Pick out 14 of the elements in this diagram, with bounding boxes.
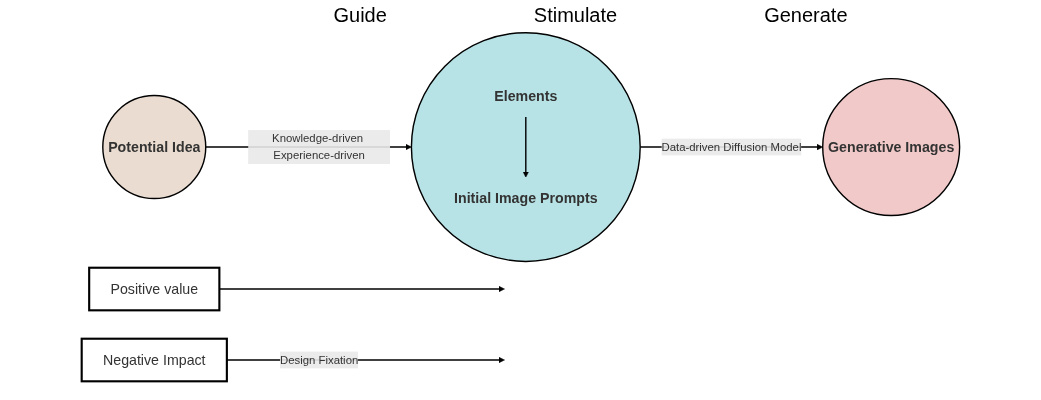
edge-label: Design Fixation xyxy=(279,353,359,366)
node-box: Positive value xyxy=(87,266,221,312)
edge-label: Data-driven Diffusion Model xyxy=(661,140,802,153)
node-box: Negative Impact xyxy=(80,337,228,383)
arrow-label: Generate xyxy=(764,4,848,27)
arrow-label: Guide xyxy=(333,4,387,27)
arrow xyxy=(522,116,529,178)
node-circle: Potential Idea xyxy=(101,94,207,200)
node-text: Initial Image Prompts xyxy=(453,190,598,207)
node-circle: Generative Images xyxy=(821,77,961,217)
arrow-label: Stimulate xyxy=(533,4,618,27)
node-text: Elements xyxy=(494,87,558,104)
cluster xyxy=(410,31,641,263)
edge-label: Knowledge-driven Experience-driven xyxy=(271,132,365,162)
